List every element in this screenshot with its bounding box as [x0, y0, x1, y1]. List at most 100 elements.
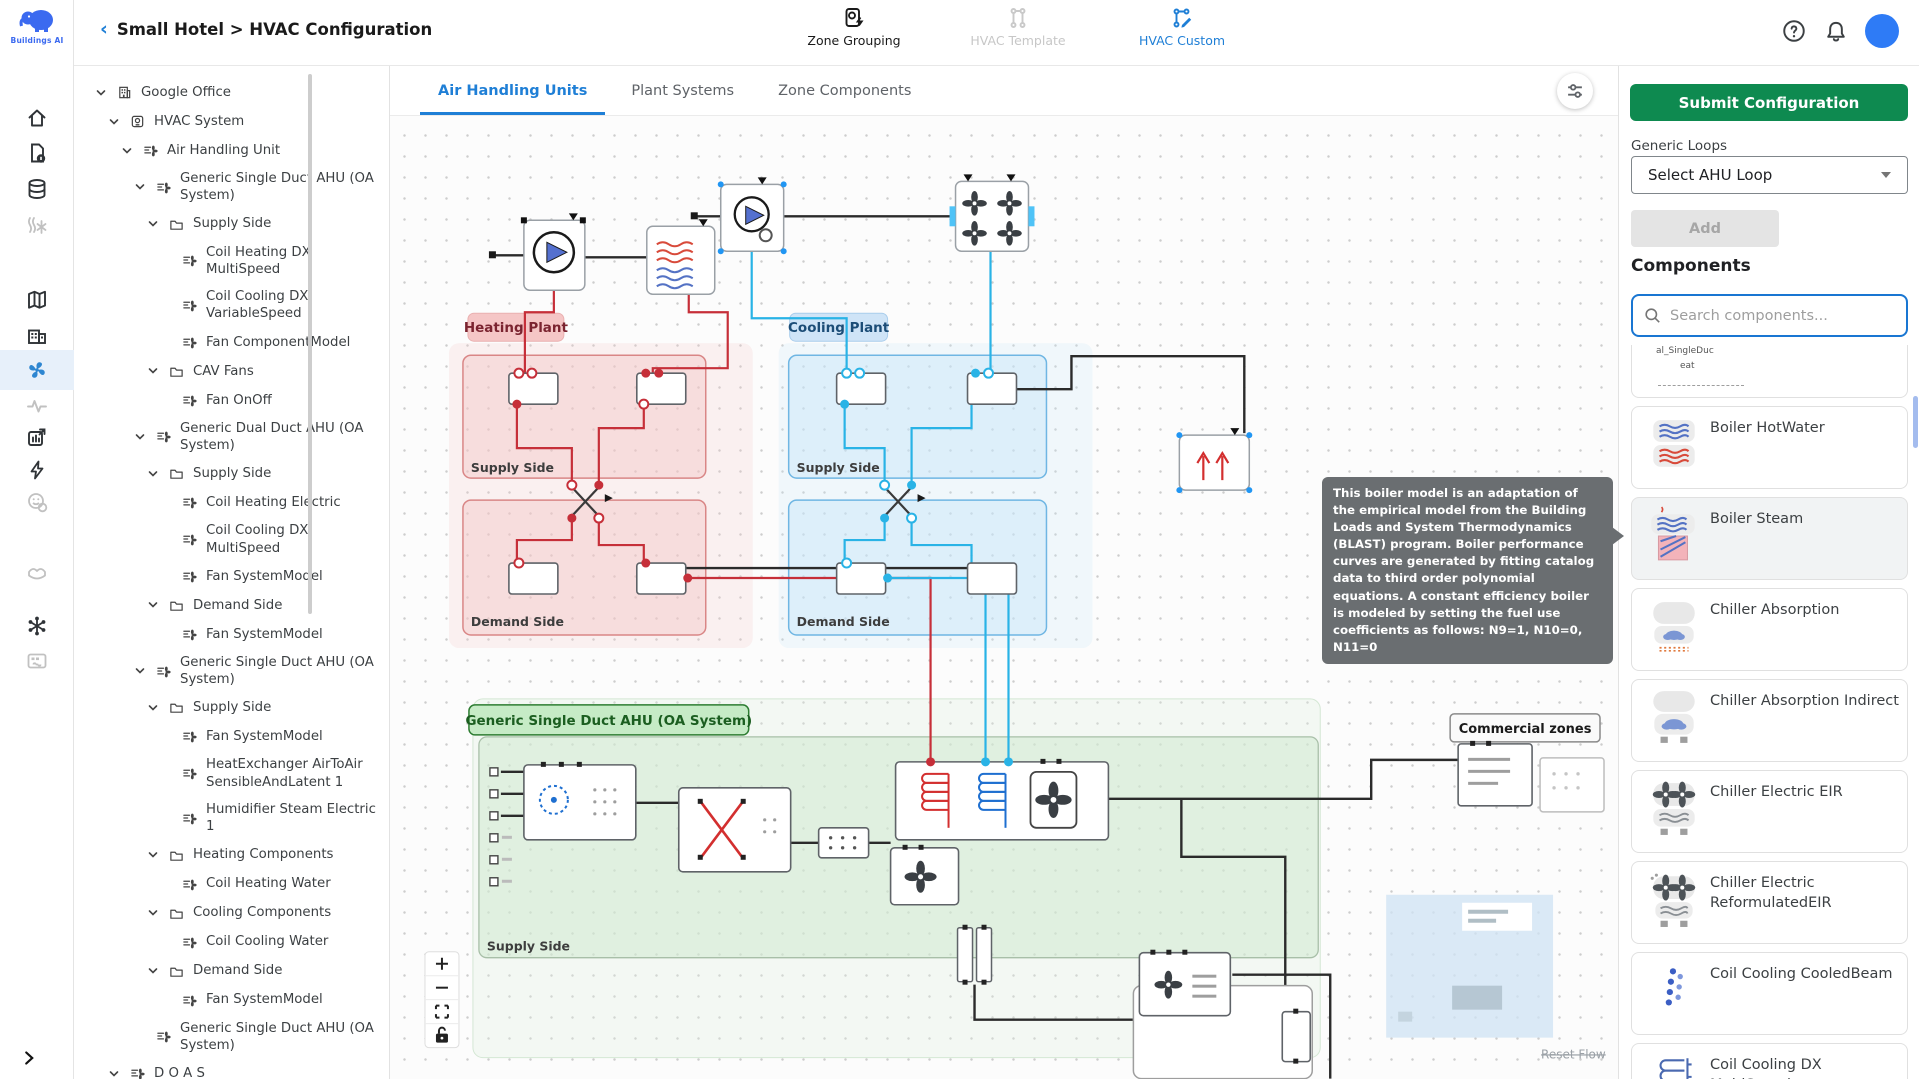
ahu-junction-node[interactable] — [817, 827, 870, 859]
heater-node[interactable] — [1176, 428, 1253, 494]
ahu-damper-node[interactable] — [677, 787, 792, 873]
chevron-down-icon[interactable] — [134, 665, 156, 677]
tree-item[interactable]: Demand Side — [74, 591, 389, 620]
tree-item[interactable]: Generic Dual Duct AHU (OA System) — [74, 415, 389, 460]
chevron-down-icon[interactable] — [95, 87, 117, 99]
breadcrumb[interactable]: ‹ Small Hotel > HVAC Configuration — [100, 18, 432, 40]
components-search[interactable] — [1631, 294, 1908, 337]
rail-item-bolt[interactable] — [0, 450, 74, 490]
chevron-down-icon[interactable] — [147, 907, 169, 919]
component-card-boiler-steam[interactable]: Boiler Steam — [1631, 497, 1908, 580]
chevron-down-icon[interactable] — [147, 599, 169, 611]
tree-item[interactable]: Fan SystemModel — [74, 620, 389, 649]
chevron-down-icon[interactable] — [147, 468, 169, 480]
tree-item[interactable]: Supply Side — [74, 693, 389, 722]
rail-item-database[interactable] — [0, 169, 74, 209]
chevron-down-icon[interactable] — [108, 116, 130, 128]
component-card-chiller-electric-eir[interactable]: Chiller Electric EIR — [1631, 770, 1908, 853]
rail-expand-button[interactable] — [18, 1045, 48, 1071]
tree-item[interactable]: Supply Side — [74, 210, 389, 239]
rail-item-fan[interactable] — [0, 350, 74, 390]
add-loop-button[interactable]: Add — [1631, 210, 1779, 247]
submit-configuration-button[interactable]: Submit Configuration — [1630, 84, 1908, 121]
rail-item-card-link[interactable] — [0, 641, 74, 681]
pump-node[interactable] — [520, 213, 586, 291]
tree-item[interactable]: Fan SystemModel — [74, 562, 389, 591]
tree-item[interactable]: CAV Fans — [74, 357, 389, 386]
tree-item[interactable]: Coil Cooling DX MultiSpeed — [74, 517, 389, 562]
nav-hvac-template[interactable]: HVAC Template — [958, 6, 1078, 48]
rail-item-document-info[interactable] — [0, 133, 74, 173]
plant-loop-nodes[interactable] — [508, 367, 1018, 595]
chevron-down-icon[interactable] — [121, 145, 143, 157]
tree-item[interactable]: Coil Cooling Water — [74, 928, 389, 957]
tree-item[interactable]: Fan SystemModel — [74, 986, 389, 1015]
heating-plant-pill[interactable]: Heating Plant — [464, 312, 569, 342]
component-card-boiler-hotwater[interactable]: Boiler HotWater — [1631, 406, 1908, 489]
tree-scrollbar[interactable] — [308, 74, 312, 614]
tree-item[interactable]: Coil Heating Water — [74, 870, 389, 899]
reset-flow-link[interactable]: Reset Flow — [1541, 1048, 1606, 1062]
tree-item[interactable]: Humidifier Steam Electric 1 — [74, 796, 389, 841]
heat-coil-node[interactable] — [646, 219, 716, 295]
tree-item[interactable]: Fan OnOff — [74, 386, 389, 415]
chevron-down-icon[interactable] — [147, 849, 169, 861]
rail-item-buildings[interactable] — [0, 315, 74, 355]
rail-item-molecule[interactable] — [0, 606, 74, 646]
chevron-down-icon[interactable] — [147, 965, 169, 977]
tree-item[interactable]: Supply Side — [74, 459, 389, 488]
tree-item[interactable]: Coil Heating DX MultiSpeed — [74, 239, 389, 284]
hvac-diagram[interactable]: Supply Side Demand Side Supply Side Dema… — [390, 116, 1618, 1079]
tree-item[interactable]: Google Office — [74, 78, 389, 107]
commercial-zones-pill[interactable]: Commercial zones — [1449, 713, 1601, 743]
component-card-chiller-electric-reformulatedeir[interactable]: Chiller Electric ReformulatedEIR — [1631, 861, 1908, 944]
tree-item[interactable]: Coil Cooling DX VariableSpeed — [74, 283, 389, 328]
chevron-down-icon[interactable] — [147, 702, 169, 714]
panel-scrollbar[interactable] — [1913, 396, 1918, 448]
chevron-down-icon[interactable] — [134, 431, 156, 443]
scrolled-card-partial[interactable]: al_SingleDuc eat — [1631, 345, 1908, 398]
tree-item[interactable]: Generic Single Duct AHU (OA System) — [74, 1015, 389, 1060]
tree-item[interactable]: Cooling Components — [74, 899, 389, 928]
component-card-coil-cooling-dx-multispeed[interactable]: Coil Cooling DX MultiSpeed — [1631, 1043, 1908, 1079]
cooling-plant-pill[interactable]: Cooling Plant — [788, 312, 890, 342]
chevron-down-icon[interactable] — [147, 218, 169, 230]
tree-item[interactable]: Coil Heating Electric — [74, 488, 389, 517]
tree-item[interactable]: Generic Single Duct AHU (OA System) — [74, 649, 389, 694]
search-input[interactable] — [1670, 307, 1896, 324]
small-duct-node[interactable] — [1281, 1008, 1312, 1064]
ahu-loop-select[interactable]: Select AHU Loop — [1631, 156, 1908, 194]
tree-item[interactable]: Demand Side — [74, 957, 389, 986]
rail-item-chart-export[interactable] — [0, 417, 74, 457]
chevron-down-icon[interactable] — [147, 365, 169, 377]
rail-item-map[interactable] — [0, 280, 74, 320]
nav-zone-grouping[interactable]: Zone Grouping — [794, 6, 914, 48]
canvas-filter-button[interactable] — [1557, 73, 1593, 109]
tree-item[interactable]: Fan SystemModel — [74, 722, 389, 751]
tab-zone-components[interactable]: Zone Components — [778, 82, 912, 99]
user-avatar[interactable] — [1865, 14, 1899, 48]
chevron-down-icon[interactable] — [108, 1068, 130, 1079]
rail-item-heat-trace[interactable] — [0, 205, 74, 245]
ahu-coil-fan-node[interactable] — [894, 757, 1110, 841]
component-card-coil-cooling-cooledbeam[interactable]: Coil Cooling CooledBeam — [1631, 952, 1908, 1035]
component-card-chiller-absorption-indirect[interactable]: Chiller Absorption Indirect — [1631, 679, 1908, 762]
notifications-bell-icon[interactable] — [1823, 18, 1849, 44]
tree-item[interactable]: HVAC System — [74, 107, 389, 136]
tree-item[interactable]: Heating Components — [74, 841, 389, 870]
ahu-fan-node[interactable] — [889, 844, 960, 906]
tab-air-handling-units[interactable]: Air Handling Units — [420, 66, 606, 115]
tree-item[interactable]: Generic Single Duct AHU (OA System) — [74, 165, 389, 210]
tree-item[interactable]: Fan ComponentModel — [74, 328, 389, 357]
chevron-down-icon[interactable] — [134, 181, 156, 193]
tree-item[interactable]: Air Handling Unit — [74, 136, 389, 165]
ahu-group-pill[interactable]: Generic Single Duct AHU (OA System) — [465, 704, 752, 736]
rail-item-face[interactable] — [0, 482, 74, 522]
commercial-zone-node-1[interactable] — [1457, 740, 1533, 807]
zone-mixer-node[interactable] — [1138, 949, 1232, 1017]
tree-item[interactable]: D O A S — [74, 1059, 389, 1079]
nav-hvac-custom[interactable]: HVAC Custom — [1122, 6, 1242, 48]
tree-item[interactable]: HeatExchanger AirToAir SensibleAndLatent… — [74, 751, 389, 796]
back-chevron-icon[interactable]: ‹ — [100, 18, 108, 40]
commercial-zone-node-2[interactable] — [1539, 757, 1605, 813]
